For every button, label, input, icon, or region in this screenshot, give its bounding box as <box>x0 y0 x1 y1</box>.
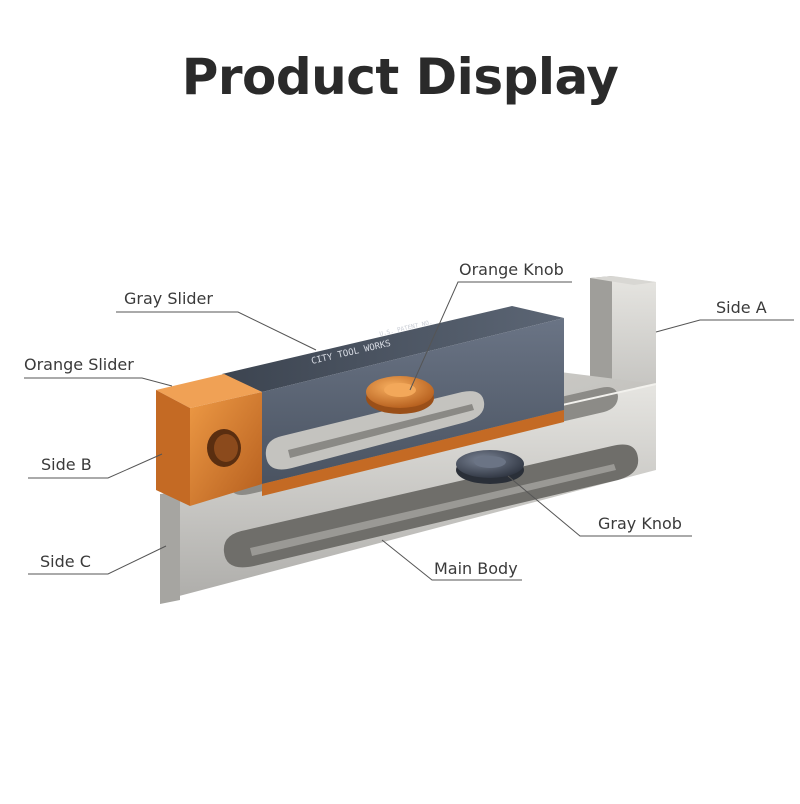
leader-side-b <box>28 453 163 479</box>
leader-lines <box>24 281 794 581</box>
orange-slider <box>156 374 564 506</box>
leader-gray-knob <box>507 475 692 537</box>
leader-main-body <box>381 539 522 581</box>
leader-orange-slider <box>24 377 173 387</box>
label-gray-slider: Gray Slider <box>124 289 213 308</box>
label-side-b: Side B <box>41 455 92 474</box>
label-orange-slider: Orange Slider <box>24 355 134 374</box>
label-side-c: Side C <box>40 552 91 571</box>
gray-knob <box>456 450 524 484</box>
leader-orange-knob <box>409 281 572 391</box>
label-gray-knob: Gray Knob <box>598 514 682 533</box>
leader-gray-slider <box>116 311 317 351</box>
label-main-body: Main Body <box>434 559 518 578</box>
leader-side-c <box>28 545 167 575</box>
page-title: Product Display <box>181 48 619 106</box>
leader-side-a <box>655 319 794 333</box>
label-orange-knob: Orange Knob <box>459 260 564 279</box>
side-block <box>160 492 180 604</box>
orange-knob <box>366 376 434 414</box>
label-side-a: Side A <box>716 298 767 317</box>
